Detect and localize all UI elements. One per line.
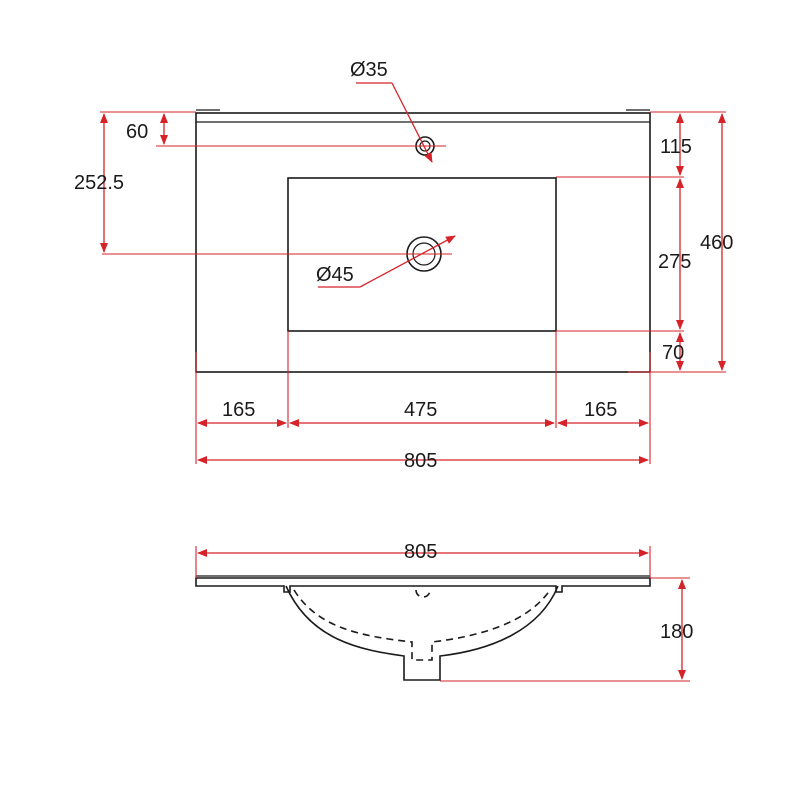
dim-805-top-label: 805 — [404, 450, 437, 472]
dim-475-label: 475 — [404, 399, 437, 421]
dim-70-label: 70 — [662, 342, 684, 364]
dim-60-label: 60 — [126, 121, 148, 143]
dim-180-label: 180 — [660, 621, 693, 643]
tap-hole-leader-diag — [391, 82, 433, 163]
dim-165-left-label: 165 — [222, 399, 255, 421]
tap-hole-label: Ø35 — [350, 59, 388, 81]
drain-hole-label: Ø45 — [316, 264, 354, 286]
overflow-hole — [415, 589, 431, 598]
dim-165-right-label: 165 — [584, 399, 617, 421]
dim-460-label: 460 — [700, 232, 733, 254]
dim-252-5-label: 252.5 — [74, 172, 124, 194]
basin-outline — [195, 112, 651, 373]
bowl-inner-dashed — [293, 589, 551, 661]
dim-115-label: 115 — [660, 136, 692, 158]
dim-805-side-label: 805 — [404, 541, 437, 563]
dim-275-label: 275 — [658, 251, 691, 273]
slab-outline — [195, 577, 651, 593]
side-view: 805 180 — [195, 541, 693, 682]
bowl-outer — [285, 585, 559, 681]
top-view: Ø35 Ø45 60 252.5 115 275 70 460 165 475 — [74, 59, 733, 472]
drain-hole-leader-diag — [359, 235, 456, 288]
